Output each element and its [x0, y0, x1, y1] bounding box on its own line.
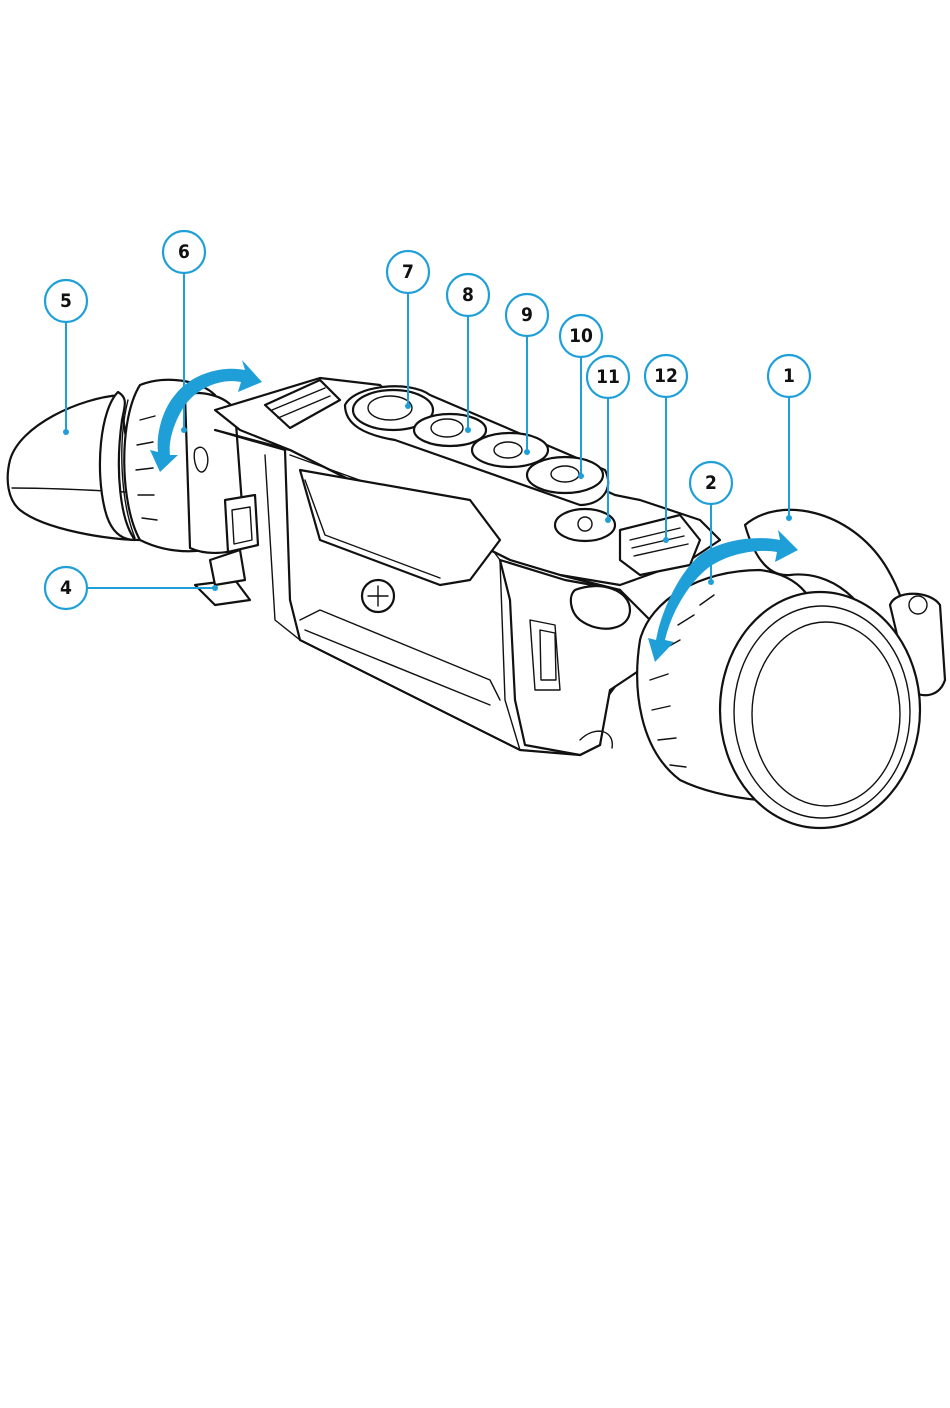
objective-lens: [720, 592, 920, 828]
callout-label-2: 2: [705, 472, 717, 494]
callout-label-9: 9: [521, 304, 533, 326]
callout-4: 4: [45, 567, 218, 609]
callout-label-5: 5: [60, 290, 72, 312]
callout-label-8: 8: [462, 284, 474, 306]
callout-label-10: 10: [569, 325, 593, 347]
callout-label-6: 6: [178, 241, 190, 263]
callout-label-12: 12: [654, 365, 678, 387]
callout-label-7: 7: [402, 261, 414, 283]
callout-label-4: 4: [60, 577, 72, 599]
thermal-monocular-illustration: [8, 360, 945, 828]
callout-label-11: 11: [596, 366, 620, 388]
callout-label-1: 1: [783, 365, 795, 387]
callout-1: 1: [768, 355, 810, 521]
eyecup: [8, 392, 140, 540]
